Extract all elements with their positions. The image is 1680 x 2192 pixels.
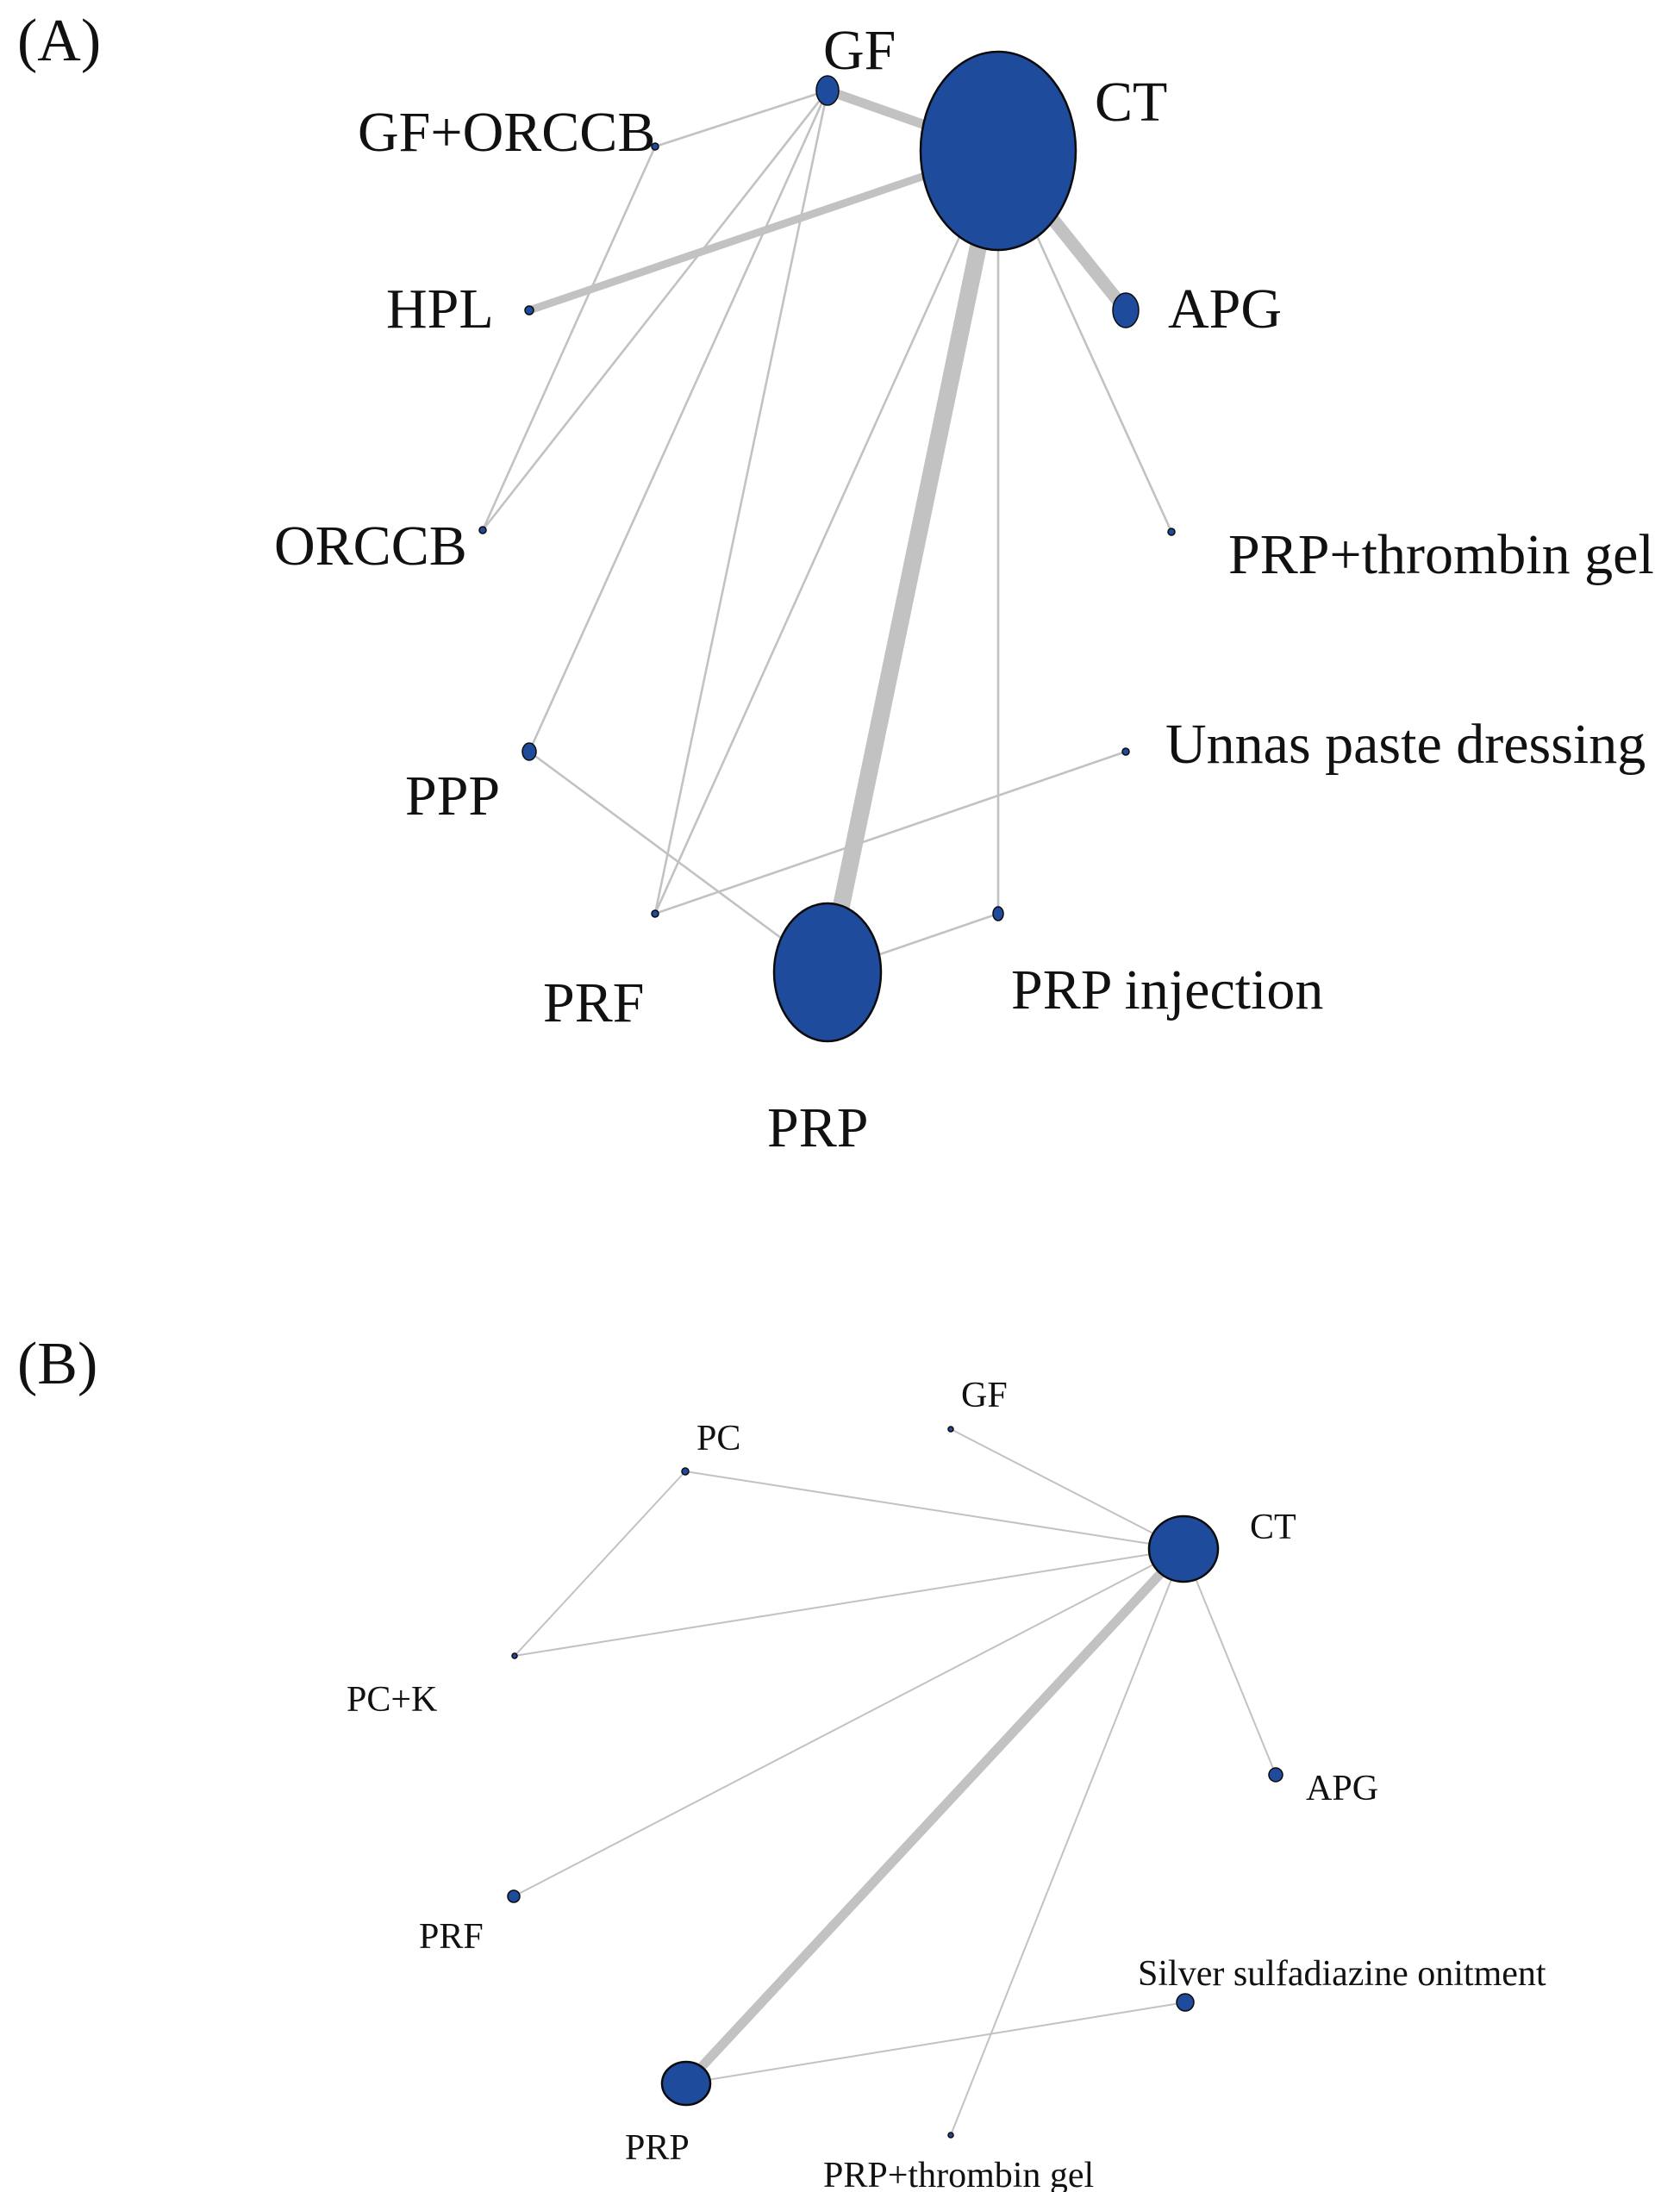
panel-b-label-apg: APG — [1306, 1769, 1378, 1808]
panel-b-node-pc — [681, 1467, 690, 1476]
panel-a-label-prp-thrombin-gel: PRP+thrombin gel — [1228, 523, 1654, 586]
panel-b-label-silver-sulfadiazine-onitment: Silver sulfadiazine onitment — [1138, 1954, 1546, 1994]
panel-a-edge-gf-to-ppp — [528, 90, 829, 753]
panel-a-node-prp-injection — [992, 906, 1004, 921]
panel-a-edge-prf-to-unnas-paste-dressing — [654, 750, 1127, 915]
panel-a-node-apg — [1112, 292, 1140, 328]
panel-b-labels: GF PC CT PC+K APG PRF Silver sulfadiazine onit… — [347, 1376, 1546, 2192]
panel-a-label-ppp: PPP — [405, 765, 500, 827]
panel-a-nodes — [478, 50, 1176, 1043]
panel-a-label-hpl: HPL — [386, 278, 494, 340]
panel-a-network: (A) GF CT GF+ORCCB HPL APG ORCCB PRP+thrombin … — [17, 8, 1654, 1159]
panel-a-node-ct — [919, 50, 1077, 252]
panel-a-edge-gf-orccb-to-orccb — [481, 146, 657, 531]
panel-a-label-prp: PRP — [767, 1096, 868, 1159]
panel-a-label-gf: GF — [823, 19, 896, 82]
panel-b-edge-gf-to-ct — [950, 1428, 1184, 1550]
panel-b-node-apg — [1268, 1767, 1283, 1783]
panel-a-label-gf-orccb: GF+ORCCB — [358, 101, 655, 164]
panel-a-node-gf — [815, 75, 840, 106]
panel-b-node-prp-thrombin-gel — [947, 2132, 954, 2139]
panel-b-edge-pc-to-pc-k — [514, 1471, 686, 1657]
panel-b-edge-pc-to-ct — [684, 1471, 1184, 1550]
panel-a-label-prf: PRF — [543, 971, 644, 1034]
panel-a-label-prp-injection: PRP injection — [1011, 959, 1323, 1021]
panel-a-node-unnas-paste-dressing — [1121, 747, 1130, 756]
panel-a-node-hpl — [524, 305, 534, 315]
panel-a-edge-gf-to-prf — [653, 90, 829, 915]
panel-b-network: (B) GF PC CT PC+K APG PRF Silver sulfadiazine … — [17, 1331, 1546, 2192]
panel-b-node-prf — [507, 1889, 521, 1903]
panel-a-node-prp-thrombin-gel — [1167, 528, 1176, 536]
panel-a-labels: GF CT GF+ORCCB HPL APG ORCCB PRP+thrombin gelP… — [274, 19, 1654, 1159]
panel-a-node-prf — [651, 909, 659, 918]
panel-b-node-ct — [1147, 1514, 1220, 1583]
panel-b-edge-ct-to-prp — [682, 1546, 1188, 2087]
panel-b-label-ct: CT — [1250, 1508, 1296, 1547]
panel-b-nodes — [507, 1426, 1283, 2139]
panel-a-label-orccb: ORCCB — [274, 515, 467, 578]
panel-a-edge-gf-to-orccb — [481, 90, 829, 531]
panel-b-label-prp-thrombin-gel: PRP+thrombin gel — [823, 2156, 1094, 2192]
panel-a-label-apg: APG — [1168, 278, 1282, 340]
panel-a-node-prp — [772, 902, 883, 1043]
panel-a-edge-ct-to-hpl — [528, 147, 1000, 315]
panel-b-label-pc: PC — [696, 1419, 740, 1458]
panel-b-label-pc-k: PC+K — [347, 1680, 437, 1720]
panel-b-node-gf — [947, 1426, 954, 1433]
panel-b-edge-pc-k-to-ct — [514, 1548, 1184, 1657]
panel-b-edge-ct-to-prp-thrombin-gel — [950, 1548, 1184, 2136]
panel-b-edges — [513, 1428, 1277, 2136]
panel-a-edges — [481, 85, 1173, 975]
panel-b-edge-prp-to-silver-sulfadiazine-onitment — [685, 2002, 1186, 2084]
panel-b-label: (B) — [17, 1331, 97, 1397]
panel-b-label-gf: GF — [961, 1376, 1008, 1415]
panel-b-node-silver-sulfadiazine-onitment — [1176, 1993, 1195, 2012]
panel-b-label-prp: PRP — [625, 2128, 690, 2168]
panel-a-label-ct: CT — [1095, 71, 1167, 134]
panel-a-label: (A) — [17, 8, 101, 74]
panel-b-node-pc-k — [511, 1652, 518, 1659]
panel-b-edge-ct-to-apg — [1183, 1548, 1277, 1776]
panel-b-label-prf: PRF — [419, 1917, 484, 1957]
panel-a-node-orccb — [478, 526, 487, 534]
panel-b-node-prp — [660, 2060, 712, 2107]
panel-a-edge-ppp-to-prp — [528, 750, 828, 974]
panel-a-edge-gf-to-gf-orccb — [654, 89, 828, 148]
panel-a-label-unnas-paste-dressing: Unnas paste dressing — [1165, 713, 1646, 776]
panel-a-node-ppp — [521, 742, 537, 761]
panel-a-edge-ct-to-prf — [653, 150, 1000, 915]
panel-b-edge-ct-to-prf — [513, 1548, 1184, 1897]
panel-a-node-gf-orccb — [651, 142, 659, 151]
panel-a-edge-ct-to-prp — [819, 148, 1007, 975]
